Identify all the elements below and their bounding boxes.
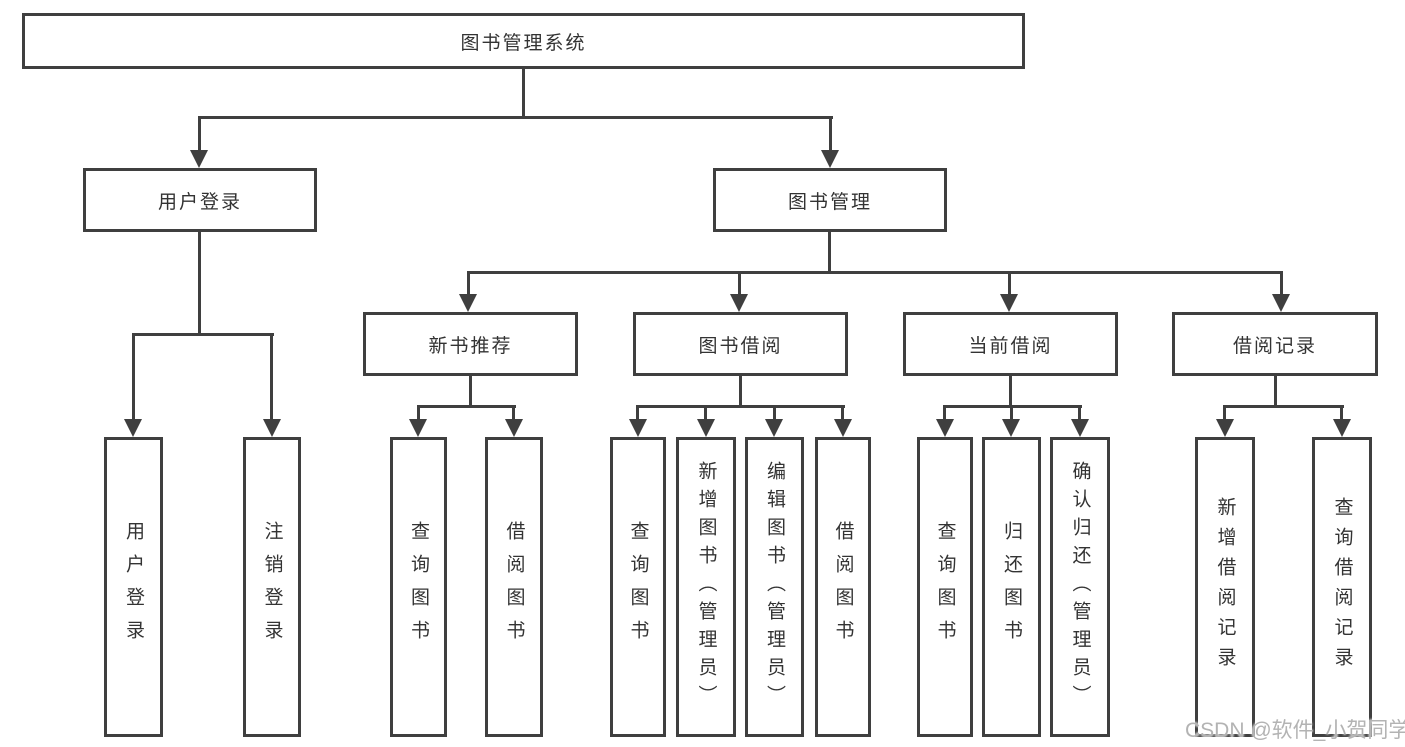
connector-drop-new-rec: [467, 271, 470, 297]
leaf-query-borrow-record: 查询借阅记录: [1312, 437, 1372, 737]
connector-new-rec-stem: [469, 374, 472, 408]
connector-drop: [1340, 405, 1343, 422]
leaf-query-book-1: 查询图书: [390, 437, 447, 737]
connector-book-borrow-branch: [636, 405, 845, 408]
leaf-add-book-admin: 新增图书（管理员）: [676, 437, 736, 737]
leaf-edit-book-admin: 编辑图书（管理员）: [745, 437, 804, 737]
connector-drop-book-borrow: [738, 271, 741, 297]
leaf-user-login: 用户登录: [104, 437, 163, 737]
connector-drop: [943, 405, 946, 422]
node-borrow-records: 借阅记录: [1172, 312, 1378, 376]
connector-drop: [1078, 405, 1081, 422]
arrow-down-icon: [190, 150, 208, 168]
arrow-down-icon: [263, 419, 281, 437]
connector-records-branch: [1223, 405, 1344, 408]
leaf-query-book-2: 查询图书: [610, 437, 666, 737]
connector-drop: [512, 405, 515, 422]
connector-drop-records: [1280, 271, 1283, 297]
connector-drop: [773, 405, 776, 422]
connector-current-borrow-stem: [1009, 374, 1012, 408]
leaf-borrow-book-1: 借阅图书: [485, 437, 543, 737]
leaf-return-book: 归还图书: [982, 437, 1041, 737]
leaf-query-book-3: 查询图书: [917, 437, 973, 737]
arrow-down-icon: [505, 419, 523, 437]
arrow-down-icon: [1000, 294, 1018, 312]
connector-drop: [636, 405, 639, 422]
connector-drop-leaf-logout: [270, 333, 273, 421]
csdn-watermark: CSDN @软件_小贺同学: [1185, 719, 1405, 742]
node-library-system: 图书管理系统: [22, 13, 1025, 69]
node-user-login: 用户登录: [83, 168, 317, 232]
connector-drop: [1223, 405, 1226, 422]
connector-user-login-stem: [198, 231, 201, 336]
connector-drop-user-login: [198, 116, 201, 152]
node-new-book-recommend: 新书推荐: [363, 312, 578, 376]
arrow-down-icon: [459, 294, 477, 312]
node-current-borrow: 当前借阅: [903, 312, 1118, 376]
connector-drop: [1010, 405, 1013, 422]
connector-drop: [417, 405, 420, 422]
arrow-down-icon: [124, 419, 142, 437]
connector-drop-current-borrow: [1008, 271, 1011, 297]
connector-drop: [841, 405, 844, 422]
connector-drop: [704, 405, 707, 422]
arrow-down-icon: [1216, 419, 1234, 437]
arrow-down-icon: [1002, 419, 1020, 437]
leaf-borrow-book-2: 借阅图书: [815, 437, 871, 737]
arrow-down-icon: [629, 419, 647, 437]
connector-drop-leaf-user-login: [132, 333, 135, 421]
leaf-confirm-return-admin: 确认归还（管理员）: [1050, 437, 1110, 737]
arrow-down-icon: [821, 150, 839, 168]
connector-user-login-branch: [132, 333, 274, 336]
arrow-down-icon: [730, 294, 748, 312]
arrow-down-icon: [1333, 419, 1351, 437]
arrow-down-icon: [1071, 419, 1089, 437]
connector-root-stem: [522, 66, 525, 119]
connector-book-mgmt-stem: [828, 231, 831, 274]
connector-book-borrow-stem: [739, 374, 742, 408]
leaf-add-borrow-record: 新增借阅记录: [1195, 437, 1255, 737]
connector-book-mgmt-branch: [467, 271, 1283, 274]
node-book-borrow: 图书借阅: [633, 312, 848, 376]
connector-root-branch: [198, 116, 833, 119]
leaf-logout: 注销登录: [243, 437, 301, 737]
arrow-down-icon: [834, 419, 852, 437]
connector-new-rec-branch: [417, 405, 516, 408]
arrow-down-icon: [409, 419, 427, 437]
node-book-management: 图书管理: [713, 168, 947, 232]
connector-drop-book-mgmt: [829, 116, 832, 152]
connector-records-stem: [1274, 374, 1277, 408]
arrow-down-icon: [765, 419, 783, 437]
arrow-down-icon: [1272, 294, 1290, 312]
arrow-down-icon: [936, 419, 954, 437]
arrow-down-icon: [697, 419, 715, 437]
